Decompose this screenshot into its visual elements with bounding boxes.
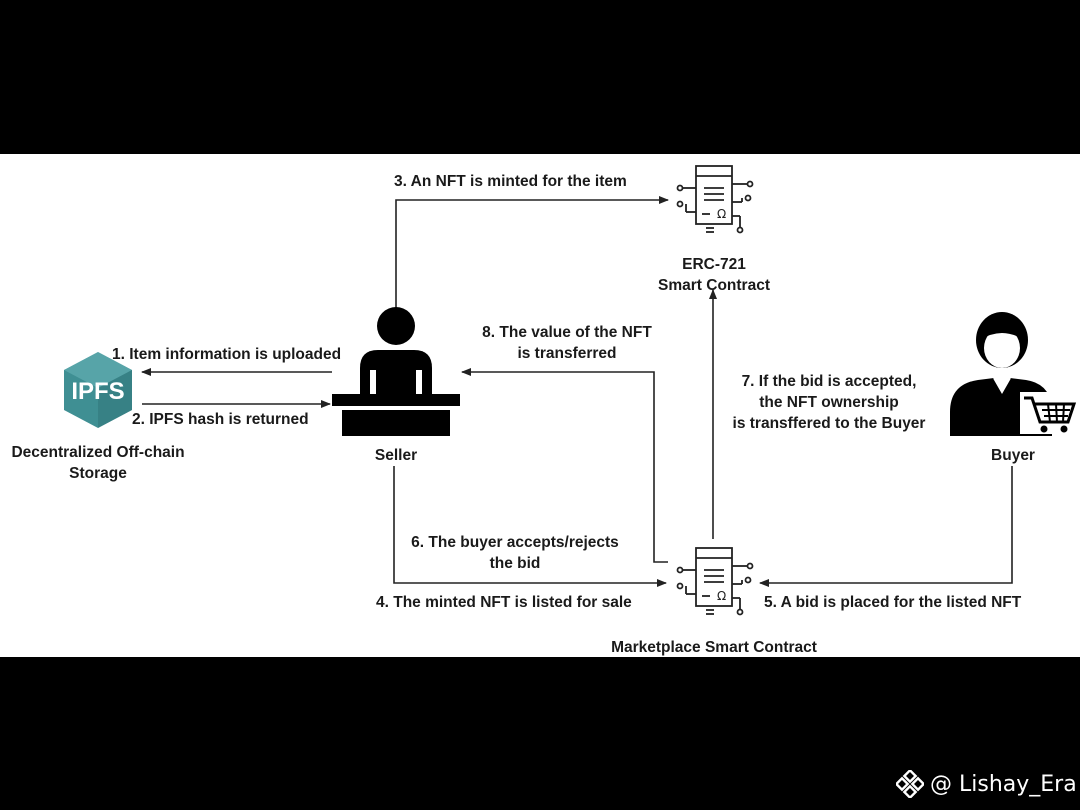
- erc721-label: ERC-721 Smart Contract: [634, 254, 794, 296]
- erc721-label-line-2: Smart Contract: [658, 277, 770, 294]
- seller-label: Seller: [374, 447, 418, 464]
- step-7-label: 7. If the bid is accepted, the NFT owner…: [714, 371, 944, 434]
- erc721-contract-icon: Ω: [676, 165, 754, 234]
- ipfs-node-label: Decentralized Off-chain Storage: [0, 442, 196, 484]
- step-5-label: 5. A bid is placed for the listed NFT: [764, 594, 1022, 611]
- ipfs-label-line-2: Storage: [69, 465, 127, 482]
- seller-icon: [332, 307, 460, 436]
- marketplace-label: Marketplace Smart Contract: [611, 639, 817, 656]
- step-8-line-2: is transferred: [517, 345, 617, 362]
- step-2-label: 2. IPFS hash is returned: [132, 411, 309, 428]
- step-3-label: 3. An NFT is minted for the item: [394, 173, 627, 190]
- step-7-line-2: the NFT ownership: [759, 394, 899, 411]
- arrow-step-8: [461, 368, 668, 563]
- arrow-step-5: [759, 466, 1013, 587]
- ipfs-cube-icon: IPFS: [64, 352, 132, 428]
- arrow-step-3: [395, 196, 669, 312]
- step-7-line-3: is transffered to the Buyer: [732, 415, 926, 432]
- step-7-line-1: 7. If the bid is accepted,: [741, 373, 917, 390]
- marketplace-contract-icon: Ω: [676, 547, 754, 616]
- step-6-line-2: the bid: [489, 555, 541, 572]
- arrow-step-4: [393, 466, 667, 587]
- step-8-line-1: 8. The value of the NFT: [482, 324, 652, 341]
- binance-diamond-icon: [896, 770, 924, 798]
- step-1-label: 1. Item information is uploaded: [112, 346, 342, 363]
- watermark-text: @ Lishay_Era: [930, 771, 1077, 797]
- svg-text:Ω: Ω: [717, 207, 726, 221]
- step-6-line-1: 6. The buyer accepts/rejects: [411, 534, 619, 551]
- buyer-label: Buyer: [991, 447, 1035, 464]
- connector-lines: [141, 196, 1013, 587]
- ipfs-icon-text: IPFS: [71, 378, 124, 405]
- erc721-label-line-1: ERC-721: [682, 256, 746, 273]
- ipfs-label-line-1: Decentralized Off-chain: [11, 444, 185, 461]
- buyer-icon: [950, 312, 1078, 436]
- watermark: @ Lishay_Era: [896, 768, 1077, 800]
- step-4-label: 4. The minted NFT is listed for sale: [376, 594, 632, 611]
- step-8-label: 8. The value of the NFT is transferred: [460, 322, 674, 364]
- diagram-canvas: IPFS: [0, 154, 1080, 657]
- shopping-cart-icon: [1020, 392, 1078, 434]
- step-6-label: 6. The buyer accepts/rejects the bid: [402, 532, 628, 574]
- svg-text:Ω: Ω: [717, 589, 726, 603]
